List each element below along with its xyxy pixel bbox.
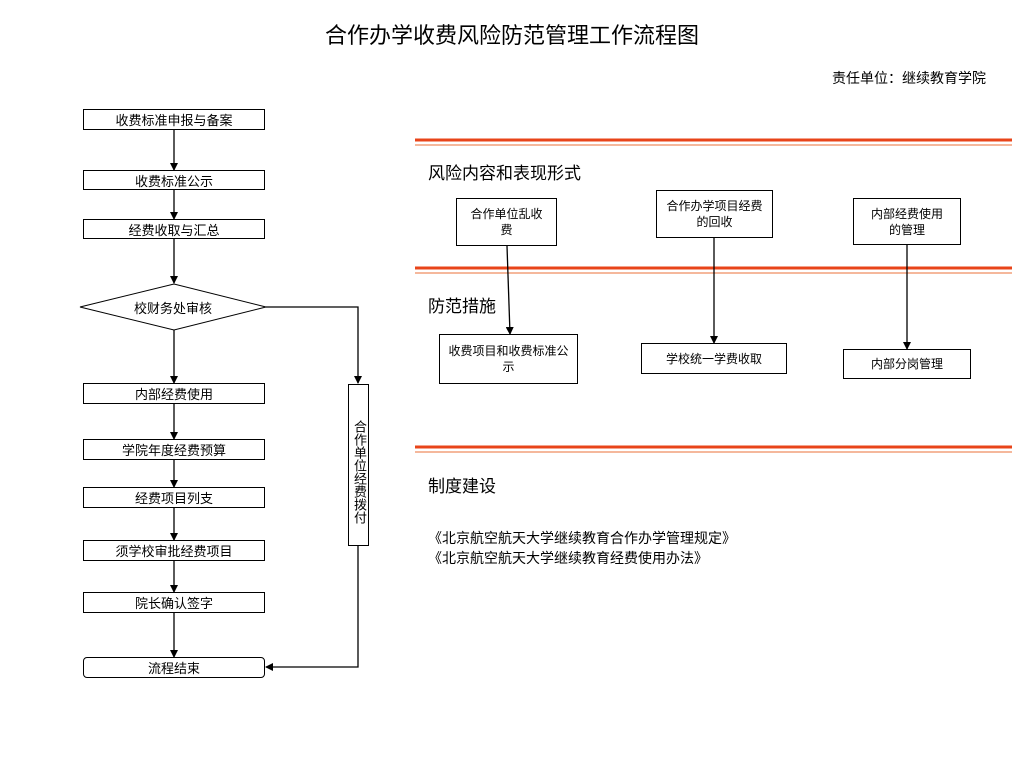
arrow-decision-side xyxy=(266,306,362,384)
flow-step-fee-publicity: 收费标准公示 xyxy=(83,170,265,190)
regulation-item: 《北京航空航天大学继续教育合作办学管理规定》 xyxy=(428,531,736,547)
divider-bottom xyxy=(415,445,1012,453)
section-system-title: 制度建设 xyxy=(428,477,496,497)
flow-step-dean-signature: 院长确认签字 xyxy=(83,592,265,613)
flow-step-item-expenditure: 经费项目列支 xyxy=(83,487,265,508)
flow-step-fee-collection: 经费收取与汇总 xyxy=(83,219,265,239)
flow-step-annual-budget: 学院年度经费预算 xyxy=(83,439,265,460)
flow-step-fee-filing: 收费标准申报与备案 xyxy=(83,109,265,130)
flow-step-internal-use: 内部经费使用 xyxy=(83,383,265,404)
section-measures-title: 防范措施 xyxy=(428,297,496,317)
section-risk-title: 风险内容和表现形式 xyxy=(428,164,581,184)
regulation-item: 《北京航空航天大学继续教育经费使用办法》 xyxy=(428,551,708,567)
responsible-unit: 责任单位：继续教育学院 xyxy=(832,71,986,87)
arrow-side-end xyxy=(265,546,359,671)
flow-step-school-approval: 须学校审批经费项目 xyxy=(83,540,265,561)
divider-top xyxy=(415,138,1012,146)
page-title: 合作办学收费风险防范管理工作流程图 xyxy=(324,24,699,49)
measure-box-unified-collection: 学校统一学费收取 xyxy=(641,343,787,374)
risk-box-arbitrary-fees: 合作单位乱收费 xyxy=(456,198,557,246)
measure-box-publicity: 收费项目和收费标准公示 xyxy=(439,334,578,384)
flow-end: 流程结束 xyxy=(83,657,265,678)
risk-box-fund-recovery: 合作办学项目经费的回收 xyxy=(656,190,773,238)
flow-decision-finance-review: 校财务处审核 xyxy=(133,302,212,317)
measure-box-post-separation: 内部分岗管理 xyxy=(843,349,971,379)
arrow-risk1-measure1 xyxy=(505,245,514,335)
flow-side-partner-allocation: 合作单位经费拨付 xyxy=(348,384,369,546)
risk-box-internal-use: 内部经费使用的管理 xyxy=(853,198,961,245)
